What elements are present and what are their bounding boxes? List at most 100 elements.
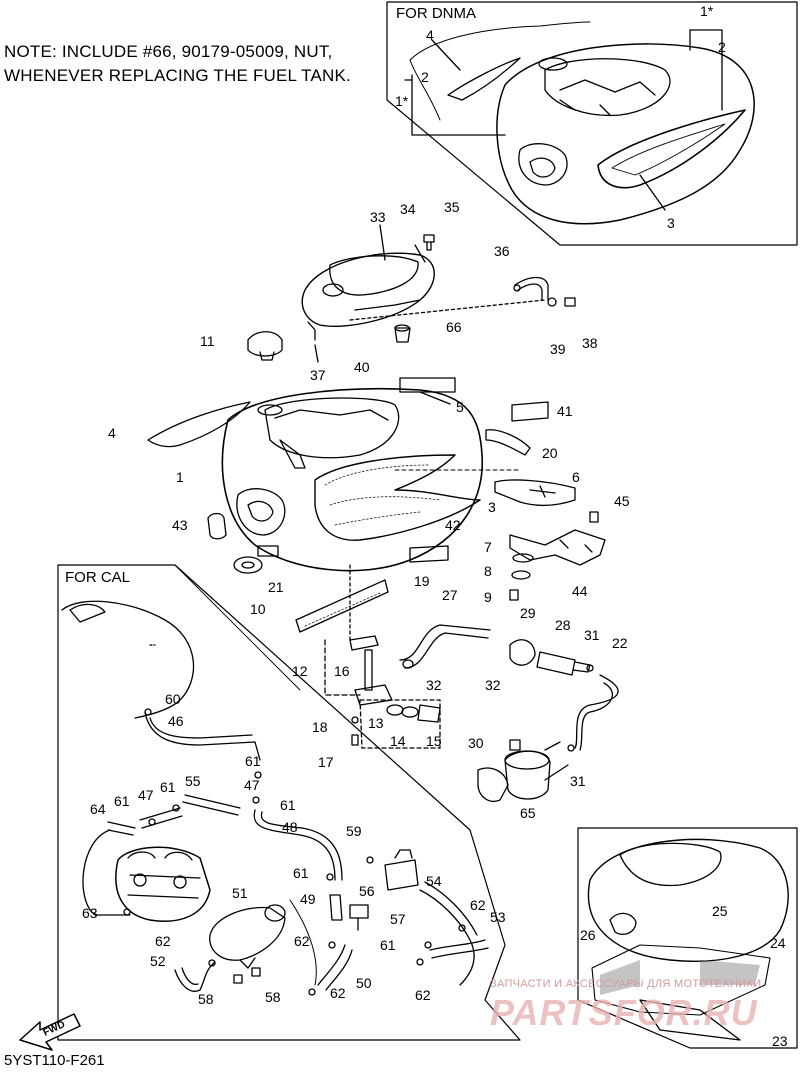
callout-label: 47 (244, 777, 260, 793)
callout-label: 4 (108, 425, 116, 441)
callout-label: 2 (421, 69, 429, 85)
callout-label: 64 (90, 801, 106, 817)
callout-label: 27 (442, 587, 458, 603)
callout-label: 21 (268, 579, 284, 595)
callout-label: 13 (368, 715, 384, 731)
callout-label: 52 (150, 953, 166, 969)
callout-label: 18 (312, 719, 328, 735)
callout-label: 41 (557, 403, 573, 419)
callout-label: 62 (470, 897, 486, 913)
callout-label: 1* (700, 3, 714, 19)
callout-label: 62 (155, 933, 171, 949)
callout-label: 62 (294, 933, 310, 949)
callout-label: 61 (245, 753, 261, 769)
dnma-panel-title: FOR DNMA (396, 5, 476, 22)
callout-label: 53 (490, 909, 506, 925)
callout-label: 22 (612, 635, 628, 651)
callout-label: 32 (426, 677, 442, 693)
callout-label: 8 (484, 563, 492, 579)
callout-label: 63 (82, 905, 98, 921)
callout-label: 40 (354, 359, 370, 375)
callout-label: 57 (390, 911, 406, 927)
callout-label: 24 (770, 935, 786, 951)
callout-label: 3 (667, 215, 675, 231)
callout-label: 51 (232, 885, 248, 901)
callout-label: 11 (200, 333, 215, 349)
callout-label: 35 (444, 199, 460, 215)
callout-label: 61 (114, 793, 130, 809)
callout-label: 6 (572, 469, 580, 485)
dnma-fuel-tank (496, 43, 755, 225)
callout-label: 14 (390, 733, 406, 749)
fuel-pump-filter (399, 624, 619, 802)
dnma-emblem-decal (447, 57, 521, 101)
main-fuel-tank (147, 387, 521, 641)
tank-top-cover (301, 224, 546, 363)
carburetor-assembly (115, 846, 211, 922)
callout-label: 47 (138, 787, 154, 803)
tank-flame-decal (314, 454, 481, 541)
callout-label: 43 (172, 517, 188, 533)
callout-label: 30 (468, 735, 484, 751)
top-small-parts (207, 234, 606, 601)
callout-label: 36 (494, 243, 510, 259)
callout-label: 44 (572, 583, 588, 599)
callout-label: 42 (445, 517, 461, 533)
dnma-panel (386, 1, 798, 246)
dnma-tank-emblem (597, 109, 746, 189)
callout-label: 7 (484, 539, 492, 555)
callout-label: 17 (318, 754, 334, 770)
fwd-arrow-icon: FWD (19, 1013, 81, 1051)
callout-label: 59 (346, 823, 362, 839)
callout-label: 23 (772, 1033, 788, 1049)
callout-labels: 1* 2 4 2 1* 3 33 34 35 36 11 66 39 38 37… (82, 3, 788, 1049)
callout-label: 50 (356, 975, 372, 991)
replacement-note: NOTE: INCLUDE #66, 90179-05009, NUT, WHE… (4, 42, 351, 85)
callout-label: 2 (718, 39, 726, 55)
callout-label: 48 (282, 819, 298, 835)
callout-label: 3 (488, 499, 496, 515)
tank-side-emblem (147, 401, 251, 448)
callout-label: 16 (334, 663, 350, 679)
callout-label: 25 (712, 903, 728, 919)
callout-label: 1* (395, 93, 409, 109)
callout-label: 32 (485, 677, 501, 693)
callout-label: 60 (165, 691, 181, 707)
callout-label: 19 (414, 573, 430, 589)
callout-label: 1 (176, 469, 184, 485)
callout-label: 56 (359, 883, 375, 899)
callout-label: 33 (370, 209, 386, 225)
cal-panel (57, 564, 521, 1041)
callout-label: 34 (400, 201, 416, 217)
fuel-cock-assembly (295, 579, 441, 749)
callout-label: 28 (555, 617, 571, 633)
callout-label: 31 (570, 773, 586, 789)
callout-label: 61 (380, 937, 396, 953)
callout-label: 9 (484, 589, 492, 605)
callout-label: 61 (280, 797, 296, 813)
callout-label: 37 (310, 367, 326, 383)
callout-label: 38 (582, 335, 598, 351)
callout-label: 66 (446, 319, 462, 335)
callout-label: 39 (550, 341, 566, 357)
callout-label: 54 (426, 873, 442, 889)
callout-label: 58 (198, 991, 214, 1007)
callout-label: 62 (415, 987, 431, 1003)
callout-label: 61 (160, 779, 176, 795)
callout-label: 65 (520, 805, 536, 821)
callout-label: 4 (426, 27, 434, 43)
cal-panel-title: FOR CAL (65, 569, 130, 586)
diagram-code: 5YST110-F261 (4, 1052, 105, 1069)
callout-label: 55 (185, 773, 201, 789)
callout-label: 46 (168, 713, 184, 729)
callout-label: 45 (614, 493, 630, 509)
callout-label: 49 (300, 891, 316, 907)
pad-panel (577, 827, 798, 1049)
callout-label: 15 (426, 733, 442, 749)
watermark-logo: PARTSFOR.RU (490, 992, 758, 1033)
callout-label: 12 (292, 663, 308, 679)
callout-label: 26 (580, 927, 596, 943)
callout-label: 31 (584, 627, 600, 643)
callout-label: 5 (456, 399, 464, 415)
